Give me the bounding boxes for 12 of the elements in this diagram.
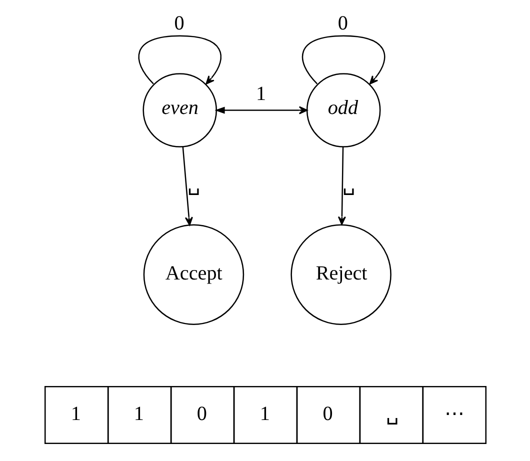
label: 1 bbox=[259, 402, 270, 425]
label: ⋯ bbox=[444, 402, 464, 425]
label: ␣ bbox=[385, 402, 398, 425]
label: 0 bbox=[322, 402, 332, 425]
edge-label: 0 bbox=[337, 12, 348, 34]
edge-label: 0 bbox=[174, 12, 184, 34]
edge-label: ␣ bbox=[342, 174, 355, 196]
label: 1 bbox=[70, 402, 80, 425]
edge-label: ␣ bbox=[186, 174, 200, 196]
label: 0 bbox=[196, 402, 206, 425]
edge-label: 1 bbox=[256, 82, 266, 105]
label: 1 bbox=[133, 402, 144, 425]
